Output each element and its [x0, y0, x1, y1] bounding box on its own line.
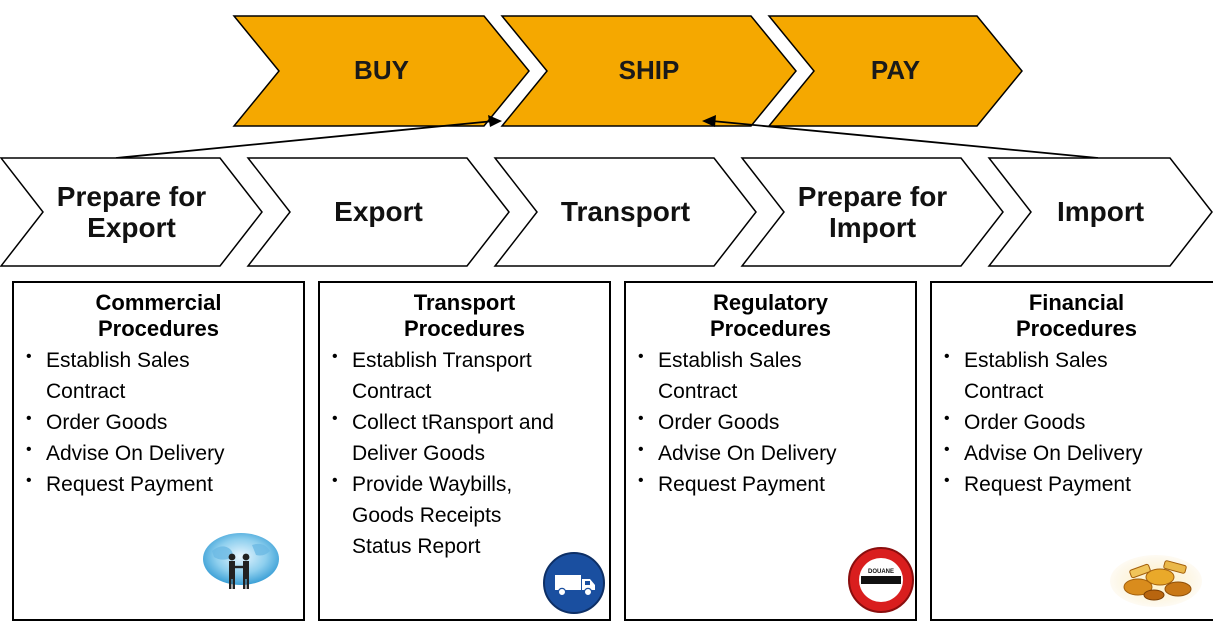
- top-stage-label-ship: SHIP: [618, 55, 680, 86]
- step-label-export: Export: [334, 196, 423, 228]
- step-label-prepare-export: Prepare for Export: [56, 180, 207, 243]
- arrow-right-head: [702, 115, 716, 127]
- truck-sign-icon: [543, 552, 605, 614]
- panel-list: Establish Sales Contract Order Goods Adv…: [14, 345, 303, 500]
- panel-list: Establish Sales Contract Order Goods Adv…: [626, 345, 915, 500]
- arrow-right-connector: [711, 120, 1099, 159]
- panel-title: Regulatory Procedures: [709, 290, 832, 342]
- top-stage-label-buy: BUY: [354, 55, 409, 86]
- list-item: Request Payment: [942, 469, 1213, 500]
- top-stage-label-pay: PAY: [870, 55, 921, 86]
- coins-icon: [1110, 555, 1202, 607]
- arrow-left-head: [488, 115, 502, 127]
- step-label-prepare-import: Prepare for Import: [797, 180, 948, 243]
- list-item: Request Payment: [24, 469, 299, 500]
- chevron-transport: [493, 157, 757, 267]
- list-item: Advise On Delivery: [24, 438, 299, 469]
- list-item: Establish Sales Contract: [636, 345, 828, 407]
- list-item: Advise On Delivery: [942, 438, 1213, 469]
- globe-handshake-icon: [203, 533, 279, 589]
- step-label-import: Import: [1056, 196, 1145, 228]
- list-item: Establish Transport Contract: [330, 345, 592, 407]
- list-item: Order Goods: [636, 407, 911, 438]
- chevron-prepare-import: [740, 157, 1004, 267]
- list-item: Order Goods: [942, 407, 1213, 438]
- chevron-buy: [232, 15, 530, 127]
- chevron-ship: [500, 15, 797, 127]
- list-item: Advise On Delivery: [636, 438, 911, 469]
- list-item: Provide Waybills, Goods Receipts Status …: [330, 469, 542, 562]
- panel-title: Commercial Procedures: [95, 290, 222, 342]
- customs-sign-icon: DOUANE: [848, 547, 914, 613]
- list-item: Establish Sales Contract: [24, 345, 216, 407]
- panel-transport-procedures: Transport Procedures Establish Transport…: [318, 281, 611, 621]
- chevron-pay: [767, 15, 1023, 127]
- list-item: Order Goods: [24, 407, 299, 438]
- panel-title: Financial Procedures: [1015, 290, 1138, 342]
- chevron-import: [987, 157, 1213, 267]
- panel-commercial-procedures: Commercial Procedures Establish Sales Co…: [12, 281, 305, 621]
- trade-process-diagram: [0, 15, 1213, 267]
- chevron-export: [246, 157, 510, 267]
- panel-regulatory-procedures: Regulatory Procedures Establish Sales Co…: [624, 281, 917, 621]
- list-item: Establish Sales Contract: [942, 345, 1134, 407]
- arrow-left-connector: [115, 120, 495, 159]
- list-item: Collect tRansport and Deliver Goods: [330, 407, 602, 469]
- panel-list: Establish Sales Contract Order Goods Adv…: [932, 345, 1213, 500]
- panel-financial-procedures: Financial Procedures Establish Sales Con…: [930, 281, 1213, 621]
- panel-title: Transport Procedures: [403, 290, 526, 342]
- step-label-transport: Transport: [560, 196, 691, 228]
- panel-list: Establish Transport Contract Collect tRa…: [320, 345, 609, 563]
- chevron-prepare-export: [0, 157, 263, 267]
- customs-sign-text: DOUANE: [868, 569, 894, 575]
- list-item: Request Payment: [636, 469, 911, 500]
